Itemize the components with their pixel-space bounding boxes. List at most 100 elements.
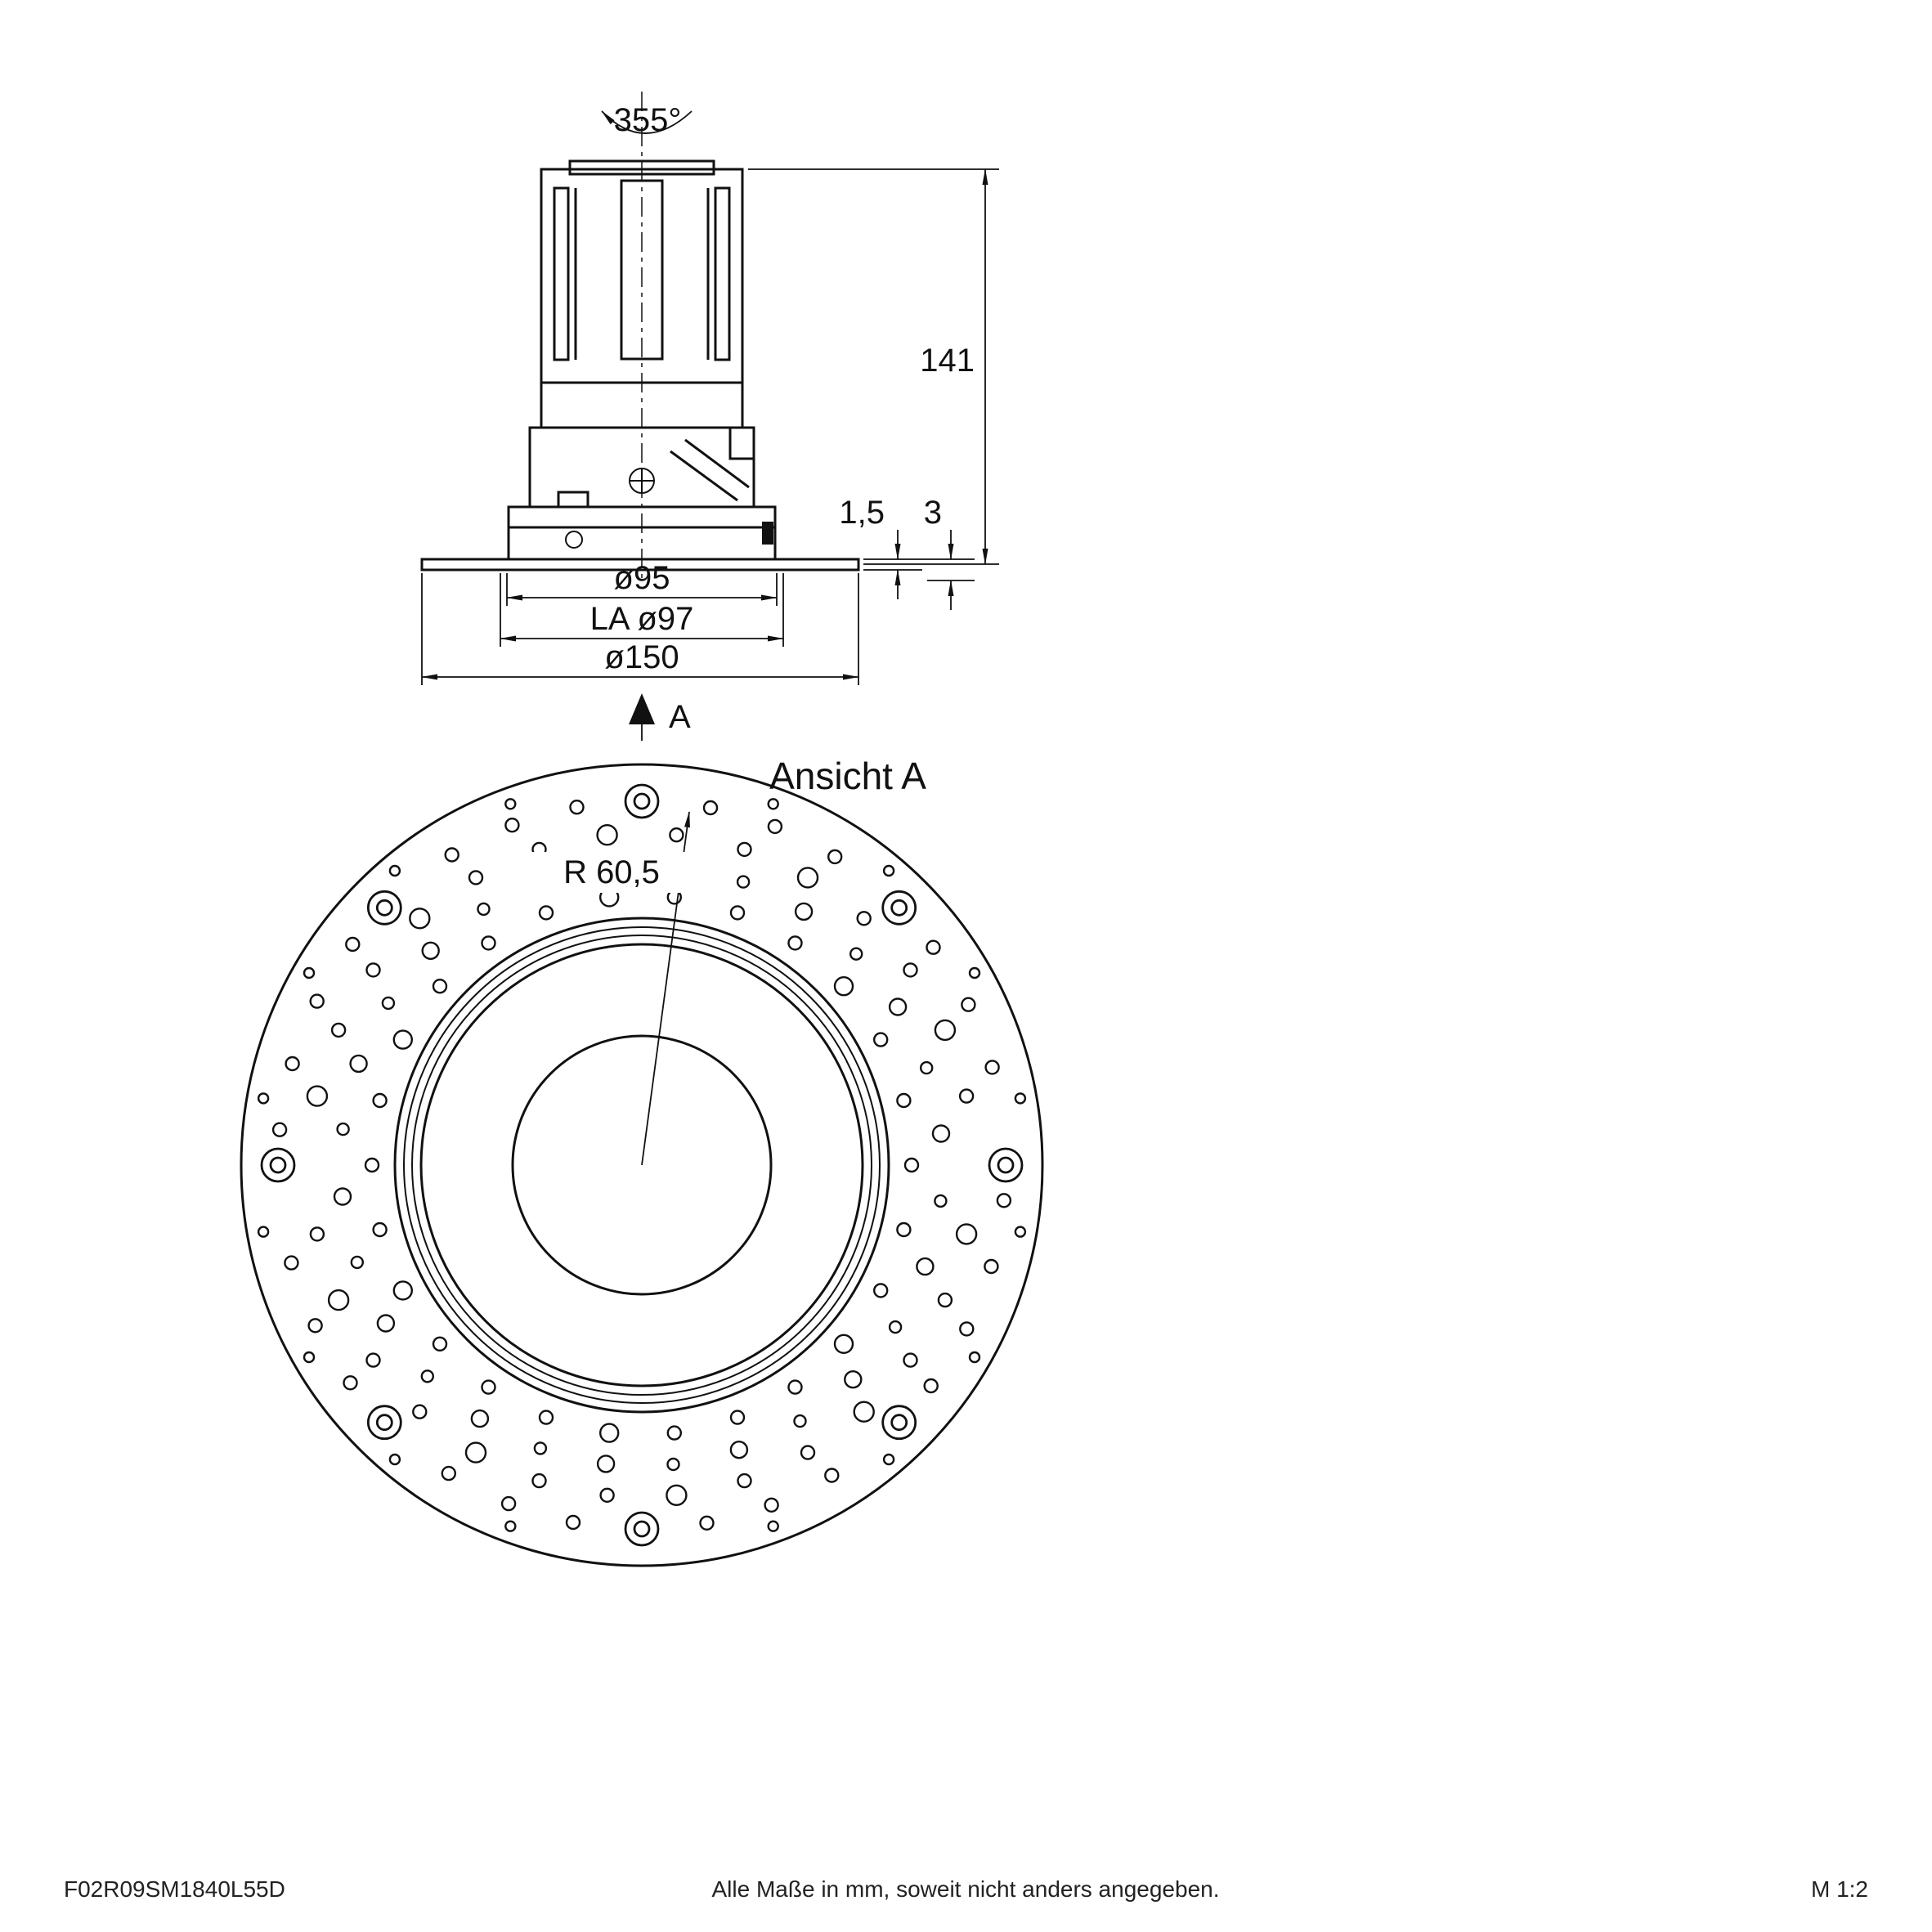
perforation-hole bbox=[955, 1223, 978, 1245]
perforation-hole bbox=[306, 1085, 329, 1107]
perforation-hole bbox=[481, 1379, 496, 1395]
perforation-hole bbox=[824, 1468, 840, 1483]
perforation-hole bbox=[833, 975, 854, 997]
perforation-hole bbox=[412, 1404, 428, 1419]
perforation-hole bbox=[500, 1495, 517, 1512]
perforation-hole bbox=[349, 1054, 368, 1074]
trim-outer-edge bbox=[240, 763, 1044, 1567]
perforation-hole bbox=[376, 1314, 396, 1333]
perforation-hole bbox=[923, 1378, 939, 1394]
perforation-hole bbox=[309, 993, 325, 1009]
perforation-hole bbox=[420, 1369, 434, 1383]
perforation-hole bbox=[853, 1401, 875, 1423]
dim-1-5 bbox=[863, 530, 975, 599]
footer-note: Alle Maße in mm, soweit nicht anders ang… bbox=[712, 1876, 1220, 1902]
perforation-hole bbox=[968, 966, 981, 979]
perforation-hole bbox=[365, 1352, 381, 1368]
bezel-ring-4 bbox=[419, 943, 864, 1387]
screw-hole bbox=[366, 1405, 402, 1441]
perforation-hole bbox=[882, 1453, 895, 1466]
dim-d150-label: ø150 bbox=[604, 639, 679, 675]
perforation-hole bbox=[330, 1022, 347, 1038]
perforation-hole bbox=[345, 936, 361, 953]
perforation-hole bbox=[903, 962, 918, 978]
perforation-hole bbox=[767, 818, 783, 835]
perforation-hole bbox=[787, 935, 803, 951]
radius-label-halo bbox=[531, 852, 692, 893]
perforation-hole bbox=[764, 1497, 779, 1513]
perforation-hole bbox=[872, 1032, 889, 1047]
perforation-hole bbox=[333, 1187, 352, 1206]
footer-scale: M 1:2 bbox=[1811, 1876, 1868, 1902]
dim-3 bbox=[927, 530, 975, 610]
perforation-hole bbox=[958, 1088, 975, 1104]
perforation-hole bbox=[787, 1379, 803, 1395]
perforation-hole bbox=[303, 1351, 316, 1364]
screw-hole bbox=[624, 783, 660, 819]
side-view: 355° bbox=[420, 92, 999, 741]
radius-label: R 60,5 bbox=[563, 854, 660, 890]
perforation-hole bbox=[800, 1445, 816, 1460]
perforation-hole bbox=[432, 978, 448, 994]
perforation-hole bbox=[919, 1060, 934, 1075]
bezel-ring-2 bbox=[403, 926, 881, 1404]
perforation-hole bbox=[827, 849, 843, 865]
perforation-hole bbox=[569, 800, 585, 815]
perforation-hole bbox=[481, 935, 496, 951]
perforation-hole bbox=[392, 1029, 413, 1050]
perforation-hole bbox=[531, 1473, 547, 1489]
perforation-hole bbox=[596, 824, 618, 846]
perforation-hole bbox=[872, 1283, 889, 1298]
perforation-hole bbox=[699, 1515, 715, 1531]
perforation-hole bbox=[392, 1280, 413, 1301]
perforation-hole bbox=[729, 1440, 749, 1459]
bezel-ring-3 bbox=[411, 935, 872, 1396]
perforation-hole bbox=[284, 1255, 299, 1271]
perforation-hole bbox=[937, 1292, 953, 1308]
perforation-hole bbox=[737, 841, 752, 858]
screw-hole bbox=[881, 890, 917, 926]
dim-3-label: 3 bbox=[924, 495, 942, 531]
perforation-hole bbox=[599, 1487, 615, 1504]
perforation-hole bbox=[468, 870, 484, 885]
perforation-hole bbox=[372, 1222, 388, 1238]
perforation-hole bbox=[984, 1060, 1000, 1075]
perforation-hole bbox=[984, 1258, 999, 1275]
perforation-hole bbox=[364, 1157, 380, 1173]
screw-hole bbox=[988, 1147, 1024, 1183]
perforation-hole bbox=[737, 1473, 752, 1489]
perforation-hole bbox=[882, 864, 895, 877]
perforation-hole bbox=[729, 905, 746, 921]
perforation-hole bbox=[666, 1457, 680, 1472]
perforation-hole bbox=[903, 1352, 918, 1368]
perforation-hole bbox=[666, 1425, 682, 1441]
perforation-hole bbox=[702, 800, 719, 816]
screw-hole bbox=[269, 1156, 287, 1174]
screw-hole bbox=[890, 1414, 908, 1432]
perforation-hole bbox=[350, 1255, 364, 1270]
perforation-hole bbox=[666, 1484, 688, 1507]
screw-hole bbox=[375, 899, 393, 917]
perforation-hole bbox=[285, 1056, 300, 1072]
screw-hole bbox=[890, 899, 908, 917]
perforation-hole bbox=[504, 798, 517, 810]
view-direction-arrow bbox=[629, 693, 655, 741]
dim-141-label: 141 bbox=[920, 343, 975, 379]
perforation-hole bbox=[538, 905, 554, 921]
perforation-hole bbox=[477, 902, 491, 917]
perforation-hole bbox=[441, 1465, 456, 1481]
perforation-hole bbox=[931, 1124, 951, 1143]
dim-141 bbox=[748, 168, 999, 565]
front-view-title: Ansicht A bbox=[769, 755, 926, 797]
perforation-hole bbox=[372, 1092, 388, 1109]
perforation-hole bbox=[309, 1226, 325, 1242]
perforation-hole bbox=[470, 1409, 490, 1428]
perforation-hole bbox=[926, 939, 941, 955]
perforation-hole bbox=[421, 941, 440, 961]
perforation-hole bbox=[844, 1369, 863, 1389]
perforation-hole bbox=[888, 1320, 903, 1334]
perforation-hole bbox=[538, 1410, 554, 1425]
perforation-hole bbox=[767, 798, 779, 810]
perforation-hole bbox=[896, 1222, 912, 1238]
perforation-hole bbox=[793, 1414, 807, 1428]
